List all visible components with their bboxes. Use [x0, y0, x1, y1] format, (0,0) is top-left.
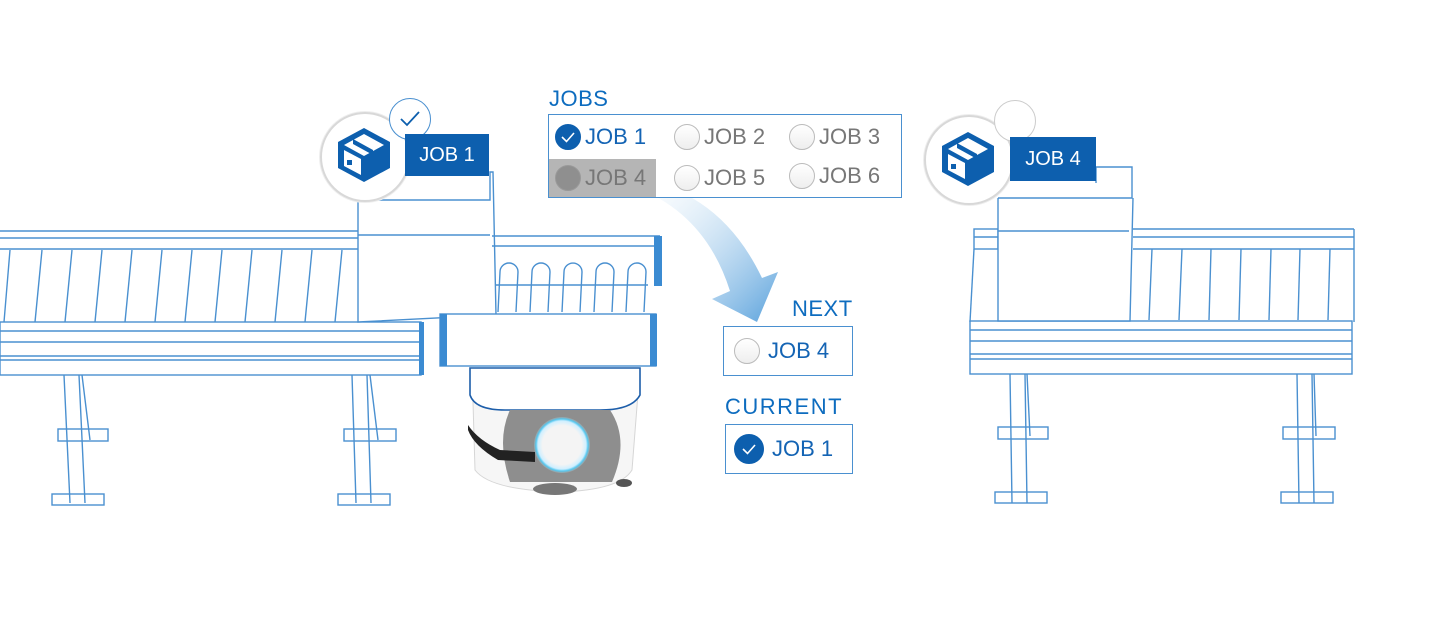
job-option-3[interactable]: JOB 3 — [789, 121, 880, 153]
radio-unchecked-icon — [789, 124, 815, 150]
job-option-4[interactable]: JOB 4 — [549, 159, 657, 197]
job-option-label: JOB 2 — [704, 124, 766, 149]
move-arrow — [632, 178, 778, 322]
radio-checked-icon — [734, 434, 764, 464]
radio-checked-icon — [555, 124, 581, 150]
job-option-label: JOB 5 — [704, 165, 766, 190]
radio-unchecked-icon — [674, 165, 700, 191]
radio-unchecked-icon — [674, 124, 700, 150]
next-title: NEXT — [792, 296, 853, 321]
radio-unchecked-icon — [734, 338, 760, 364]
jobs-panel-title: JOBS — [549, 86, 609, 111]
right-package-box — [997, 166, 1134, 322]
job-option-2[interactable]: JOB 2 — [674, 121, 765, 153]
job-option-5[interactable]: JOB 5 — [674, 162, 765, 194]
job-option-1[interactable]: JOB 1 — [555, 121, 646, 153]
jobs-panel: JOB 1 JOB 2 JOB 3 JOB 4 JOB 5 JOB 6 — [548, 114, 902, 198]
station-2-pending-badge — [994, 100, 1036, 142]
left-conveyor — [0, 230, 424, 506]
left-rollers — [3, 249, 343, 323]
agv-robot — [439, 313, 657, 495]
job-option-6[interactable]: JOB 6 — [789, 160, 880, 192]
next-job-label: JOB 4 — [768, 338, 830, 363]
job-option-label: JOB 4 — [585, 165, 647, 190]
checkmark-icon — [400, 111, 420, 127]
current-title: CURRENT — [725, 394, 844, 419]
next-job-box: JOB 4 — [723, 326, 853, 376]
current-job-option[interactable]: JOB 1 — [734, 433, 833, 465]
current-job-box: JOB 1 — [725, 424, 853, 474]
radio-unchecked-icon — [555, 165, 581, 191]
current-job-label: JOB 1 — [772, 436, 834, 461]
radio-unchecked-icon — [789, 163, 815, 189]
next-job-option[interactable]: JOB 4 — [734, 335, 829, 367]
station-1-job-tag: JOB 1 — [405, 134, 489, 176]
left-package-box — [357, 171, 497, 323]
package-icon — [942, 132, 994, 186]
station-2-job-tag: JOB 4 — [1010, 137, 1096, 181]
job-option-label: JOB 1 — [585, 124, 647, 149]
robot-conveyor — [492, 235, 662, 313]
right-rollers — [1148, 248, 1331, 321]
station-1-check-badge — [389, 98, 431, 140]
package-icon — [338, 128, 390, 182]
robot-bumper-light — [534, 417, 590, 473]
job-option-label: JOB 6 — [819, 163, 881, 188]
job-option-label: JOB 3 — [819, 124, 881, 149]
